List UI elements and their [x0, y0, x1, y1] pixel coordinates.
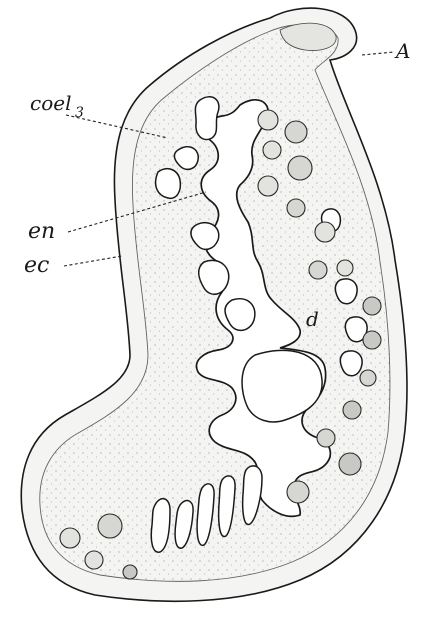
- label-en: en: [28, 219, 55, 244]
- leader-A: [362, 52, 394, 55]
- label-ec: ec: [24, 253, 49, 278]
- label-A: A: [394, 39, 410, 63]
- leader-ec: [64, 256, 122, 266]
- label-d: d: [306, 307, 319, 331]
- label-coel: coel: [30, 91, 71, 115]
- label-coel-subscript: 3: [75, 105, 84, 121]
